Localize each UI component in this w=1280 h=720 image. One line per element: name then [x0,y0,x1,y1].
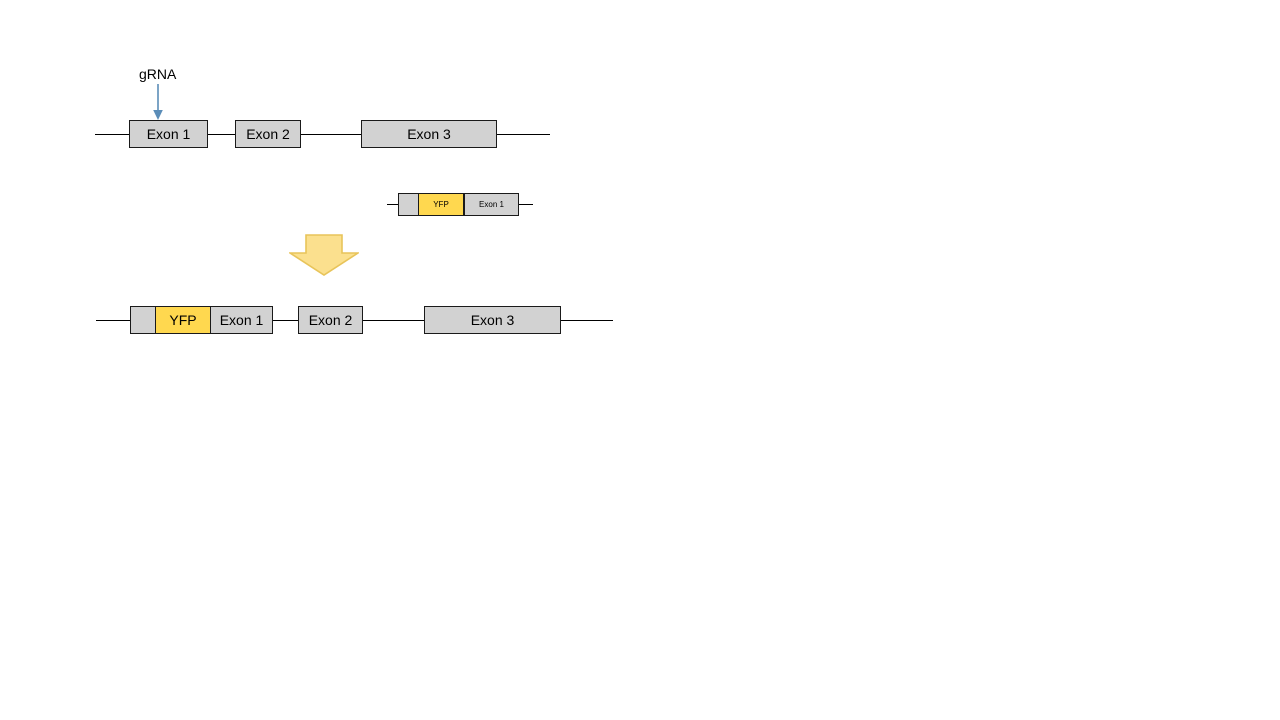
donor-line-right [518,204,533,205]
intron-line-right [496,134,550,135]
edited-yfp-label: YFP [169,312,197,328]
grna-label: gRNA [139,66,177,82]
intron-line-2-3 [300,134,362,135]
donor-line-left [387,204,399,205]
edited-exon-1-label: Exon 1 [219,312,264,328]
edited-yfp-box[interactable]: YFP [155,306,211,334]
exon-box-2[interactable]: Exon 2 [235,120,301,148]
edited-exon-1-box[interactable]: Exon 1 [210,306,273,334]
donor-yfp-box[interactable]: YFP [418,193,464,216]
intron-line-1-2 [207,134,236,135]
edited-intron-line-2-3 [362,320,425,321]
edited-exon-3-label: Exon 3 [470,312,515,328]
edited-exon-2-label: Exon 2 [308,312,353,328]
donor-yfp-label: YFP [433,199,449,209]
donor-exon-1-label: Exon 1 [479,199,504,209]
exon-box-3[interactable]: Exon 3 [361,120,497,148]
edited-exon-3-box[interactable]: Exon 3 [424,306,561,334]
edited-homology-arm-box[interactable] [130,306,156,334]
donor-exon-1-box[interactable]: Exon 1 [464,193,519,216]
grna-arrow-icon [153,84,163,120]
donor-homology-arm-box[interactable] [398,193,419,216]
process-down-arrow-icon [289,234,359,276]
intron-line-left [95,134,130,135]
edited-intron-line-1-2 [272,320,299,321]
exon-box-1-label: Exon 1 [146,126,191,142]
edited-exon-2-box[interactable]: Exon 2 [298,306,363,334]
exon-box-1[interactable]: Exon 1 [129,120,208,148]
edited-intron-line-left [96,320,131,321]
edited-intron-line-right [560,320,613,321]
exon-box-3-label: Exon 3 [407,126,451,142]
exon-box-2-label: Exon 2 [246,126,290,142]
